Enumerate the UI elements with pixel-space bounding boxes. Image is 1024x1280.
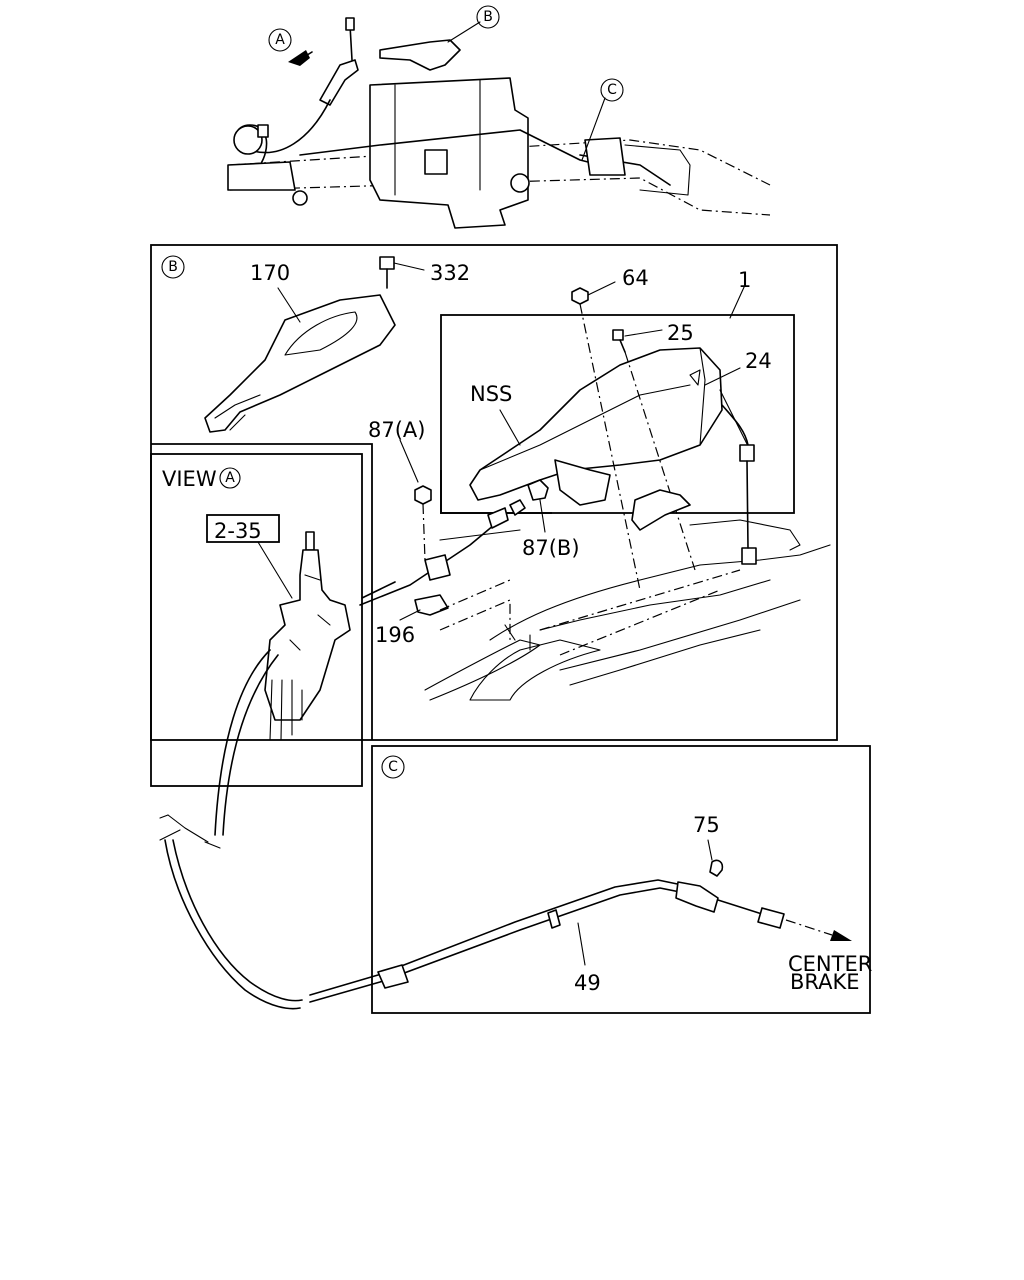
- label-170: 170: [250, 261, 290, 285]
- leader-170: [277, 287, 301, 323]
- nut-64: [571, 281, 641, 591]
- floor-tunnel: [424, 459, 831, 701]
- callout-c-top: C: [600, 78, 624, 102]
- nut-87a: [399, 439, 432, 561]
- view-a-heading: VIEW A: [162, 467, 241, 491]
- leader-1: [729, 284, 746, 319]
- destination-line2: BRAKE: [790, 970, 860, 994]
- front-cable-long: [159, 649, 303, 1010]
- label-25: 25: [667, 321, 694, 345]
- nut-87b: [509, 479, 549, 533]
- destination-line1: CENTER: [788, 952, 872, 976]
- callout-a-top: A: [268, 28, 292, 52]
- leader-nss: [499, 409, 521, 446]
- brake-lever-nss: [469, 347, 751, 501]
- view-a-lever: [264, 531, 351, 741]
- clip-332: [379, 256, 425, 289]
- label-2-35: 2-35: [214, 519, 262, 543]
- label-87b: 87(B): [522, 536, 580, 560]
- label-1: 1: [738, 268, 751, 292]
- callout-c-box: C: [381, 755, 405, 779]
- label-87a: 87(A): [368, 418, 425, 442]
- front-cable-upper: [359, 507, 509, 606]
- callout-a-label: A: [275, 32, 285, 48]
- label-75: 75: [693, 813, 720, 837]
- bolt-25: [612, 329, 696, 571]
- callout-b-box: B: [161, 255, 185, 279]
- detail-b-tag: B: [168, 259, 178, 275]
- rear-cable-49: [309, 879, 785, 1003]
- e-clip-75: [707, 839, 724, 877]
- switch-24: [704, 367, 755, 462]
- label-196: 196: [375, 623, 415, 647]
- label-64: 64: [622, 266, 649, 290]
- lever-assembly-box: [440, 314, 795, 514]
- label-49: 49: [574, 971, 601, 995]
- view-a-label: VIEW: [162, 467, 217, 491]
- label-332: 332: [430, 261, 470, 285]
- label-24: 24: [745, 349, 772, 373]
- detail-c-box: [371, 745, 871, 1014]
- callout-b-label: B: [483, 9, 493, 25]
- view-a-box: [150, 453, 363, 787]
- console-cover-170: [204, 294, 396, 433]
- direction-arrow: [785, 919, 852, 941]
- view-a-tag: A: [225, 470, 235, 486]
- bracket-196: [399, 579, 511, 640]
- detail-c-tag: C: [388, 759, 398, 775]
- part-box-2-35: 2-35: [206, 514, 293, 599]
- overview-drawing: [227, 17, 771, 229]
- callout-b-top: B: [476, 5, 500, 29]
- callout-c-label: C: [607, 82, 617, 98]
- label-nss: NSS: [470, 382, 512, 406]
